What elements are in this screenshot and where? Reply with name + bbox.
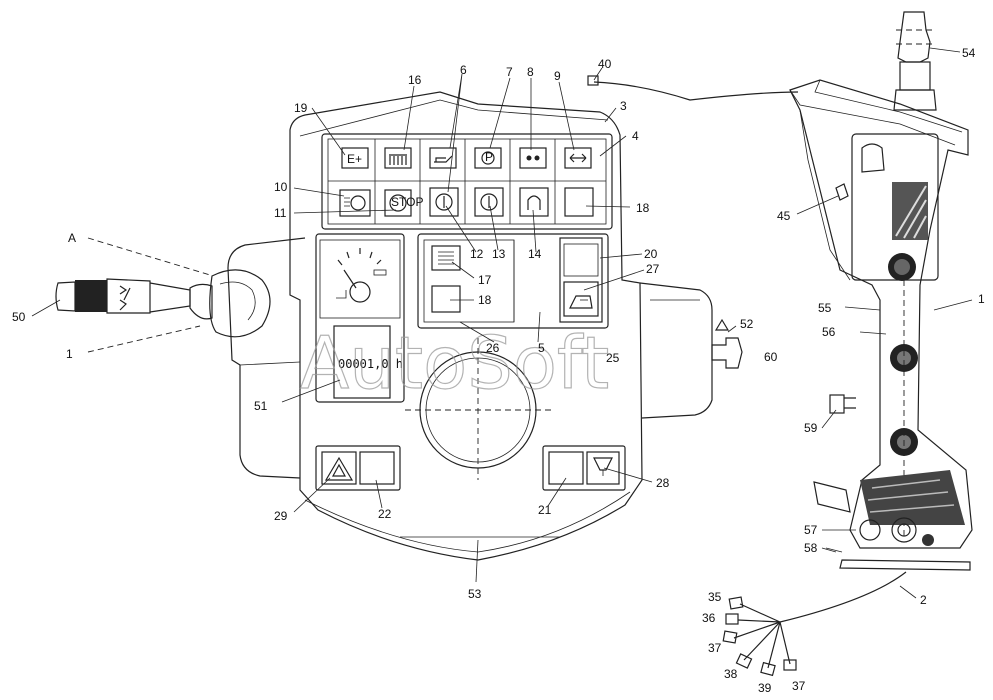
label-37-right: 37 (792, 679, 806, 693)
hour-meter: 00001,0 h (333, 325, 403, 399)
switch-13 (474, 187, 504, 217)
label-1-right: 1 (978, 292, 985, 306)
label-54: 54 (962, 46, 976, 60)
connector-59 (829, 394, 856, 414)
label-36: 36 (702, 611, 716, 625)
switch-14 (519, 187, 549, 217)
filter-icon (519, 147, 547, 169)
switch-cluster (417, 233, 609, 329)
callout-labels: 19 16 6 7 8 9 40 3 4 10 11 18 A 12 13 14… (12, 46, 985, 695)
label-13: 13 (492, 247, 506, 261)
label-7: 7 (506, 65, 513, 79)
label-56: 56 (822, 325, 836, 339)
label-37-left: 37 (708, 641, 722, 655)
indicator-panel (321, 133, 613, 230)
label-35: 35 (708, 590, 722, 604)
label-45: 45 (777, 209, 791, 223)
dashboard-housing (227, 91, 713, 561)
hazard-switch-block (315, 445, 401, 491)
label-39: 39 (758, 681, 772, 695)
multifunction-lever (55, 237, 271, 353)
label-6: 6 (460, 63, 467, 77)
parking-brake-icon: P (474, 147, 502, 169)
wiper-icon (586, 451, 620, 485)
label-18-mid: 18 (478, 293, 492, 307)
svg-text:E+: E+ (347, 152, 362, 166)
label-51: 51 (254, 399, 268, 413)
label-25: 25 (606, 351, 620, 365)
label-22: 22 (378, 507, 392, 521)
label-40: 40 (598, 57, 612, 71)
label-58: 58 (804, 541, 818, 555)
label-18-top: 18 (636, 201, 650, 215)
watermark: AutoSoft (300, 321, 609, 405)
label-60: 60 (764, 350, 778, 364)
label-19: 19 (294, 101, 308, 115)
label-21: 21 (538, 503, 552, 517)
hour-meter-reading: 00001,0 h (338, 357, 403, 371)
label-52: 52 (740, 317, 754, 331)
svg-text:STOP: STOP (391, 195, 423, 209)
leader-lines (31, 47, 973, 599)
wiring-harness (722, 571, 907, 677)
steering-column-assembly (587, 11, 973, 571)
label-28: 28 (656, 476, 670, 490)
label-26: 26 (486, 341, 500, 355)
label-8: 8 (527, 65, 534, 79)
turn-signal-icon (564, 147, 592, 169)
label-1-left: 1 (66, 347, 73, 361)
label-17: 17 (478, 273, 492, 287)
working-light-icon (563, 281, 599, 317)
steering-column-opening (405, 338, 552, 480)
oil-can-icon (429, 147, 457, 169)
battery-icon: E+ (341, 147, 369, 169)
blank-switch-18 (564, 187, 594, 217)
label-9: 9 (554, 69, 561, 83)
svg-text:P: P (485, 150, 493, 164)
label-10: 10 (274, 180, 288, 194)
gauge-frame (315, 233, 405, 403)
label-A: A (68, 231, 76, 245)
wiper-switch-block (542, 445, 626, 491)
label-20: 20 (644, 247, 658, 261)
stop-icon: STOP (384, 189, 423, 217)
label-2: 2 (920, 593, 927, 607)
label-16: 16 (408, 73, 422, 87)
label-4: 4 (632, 129, 639, 143)
throttle-knob (711, 318, 743, 369)
label-3: 3 (620, 99, 627, 113)
glow-plug-icon (384, 147, 412, 169)
label-14: 14 (528, 247, 542, 261)
label-55: 55 (818, 301, 832, 315)
label-59: 59 (804, 421, 818, 435)
label-12: 12 (470, 247, 484, 261)
label-11: 11 (274, 206, 287, 220)
switch-12 (429, 187, 459, 217)
fuel-gauge (336, 248, 387, 303)
label-29: 29 (274, 509, 288, 523)
label-5: 5 (538, 341, 545, 355)
label-57: 57 (804, 523, 818, 537)
label-38: 38 (724, 667, 738, 681)
label-27: 27 (646, 262, 660, 276)
label-50: 50 (12, 310, 26, 324)
headlight-icon (339, 189, 371, 217)
warning-triangle-icon (321, 451, 357, 485)
label-53: 53 (468, 587, 482, 601)
